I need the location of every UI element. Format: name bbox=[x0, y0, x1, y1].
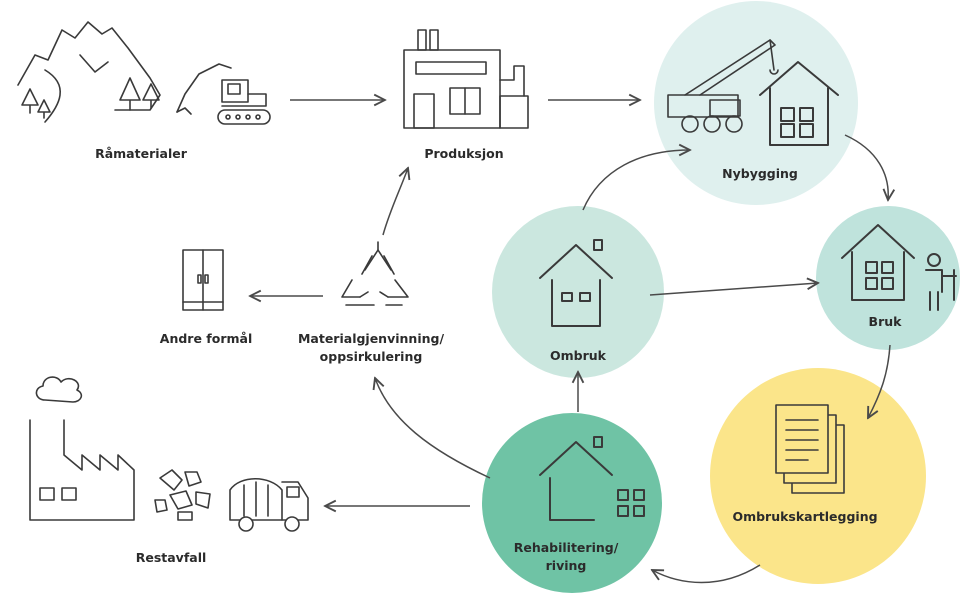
house-demolition-icon bbox=[539, 436, 645, 521]
garbage-truck-icon bbox=[229, 478, 309, 532]
mountains-trees-icon bbox=[17, 21, 161, 123]
rubble-icon bbox=[154, 469, 211, 521]
materialgjenvinning-label-line2: oppsirkulering bbox=[319, 349, 423, 364]
restavfall-label: Restavfall bbox=[135, 550, 207, 565]
nybygging-circle bbox=[654, 1, 858, 205]
excavator-icon bbox=[176, 63, 271, 125]
new-house-icon bbox=[759, 61, 839, 146]
ombrukskartlegging-label: Ombrukskartlegging bbox=[732, 509, 878, 524]
industrial-factory-icon bbox=[29, 376, 135, 521]
cabinet-icon bbox=[182, 249, 224, 311]
documents-icon bbox=[775, 404, 845, 494]
factory-production-icon bbox=[403, 29, 529, 129]
house-person-icon bbox=[841, 224, 957, 311]
andre-formal-label: Andre formål bbox=[159, 331, 253, 346]
flow-arrows bbox=[250, 100, 890, 584]
crane-truck-icon bbox=[667, 39, 779, 133]
materialgjenvinning-label-line1: Materialgjenvinning/ bbox=[297, 331, 445, 346]
ombruk-label: Ombruk bbox=[550, 348, 606, 363]
rehabilitering-label-line1: Rehabilitering/ bbox=[513, 540, 619, 555]
ramaterialer-label: Råmaterialer bbox=[95, 146, 187, 161]
recycle-icon bbox=[341, 241, 409, 306]
rehabilitering-circle bbox=[482, 413, 662, 593]
rehabilitering-label-line2: riving bbox=[545, 558, 587, 573]
ombruk-circle bbox=[492, 206, 664, 378]
nybygging-label: Nybygging bbox=[722, 166, 798, 181]
house-open-icon bbox=[539, 239, 613, 327]
bruk-label: Bruk bbox=[868, 314, 902, 329]
produksjon-label: Produksjon bbox=[424, 146, 504, 161]
